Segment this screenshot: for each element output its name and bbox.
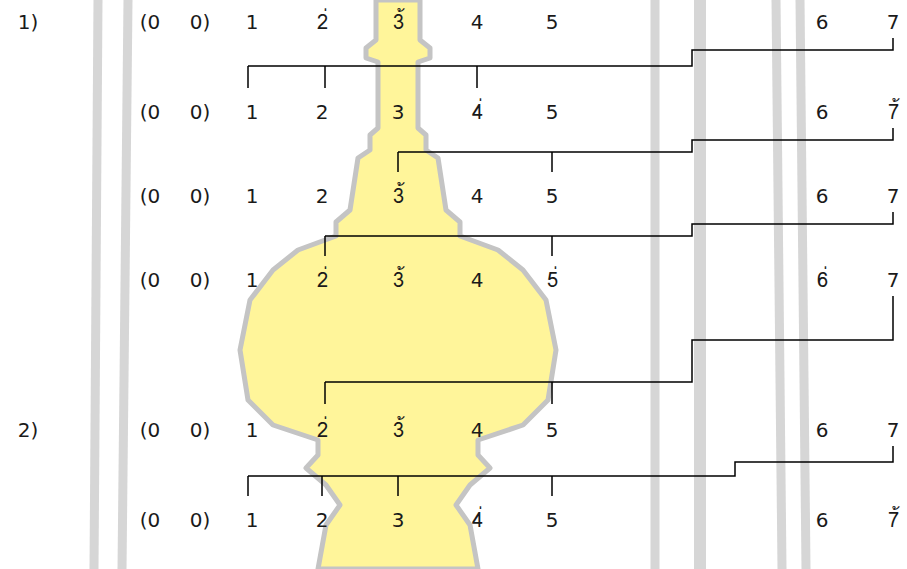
notation-label: 3้: [393, 9, 404, 35]
notation-label: 2: [316, 183, 329, 209]
grey-band: [776, 0, 782, 569]
notation-label: 6: [816, 417, 829, 443]
notation-label: 2่: [317, 417, 328, 443]
notation-label: 0): [190, 9, 211, 35]
notation-label: (0: [140, 9, 161, 35]
bracket-lines: [248, 38, 893, 496]
notation-label: 5่: [547, 267, 558, 293]
notation-label: 0): [190, 507, 211, 533]
notation-label: 1: [246, 9, 259, 35]
bracket-line: [325, 296, 893, 404]
notation-label: 1: [246, 99, 259, 125]
notation-label: 4่: [472, 507, 483, 533]
notation-label: 7: [887, 183, 900, 209]
bracket-line: [398, 128, 893, 172]
notation-label: 0): [190, 267, 211, 293]
notation-label: 2): [18, 417, 39, 443]
notation-label: 7้: [888, 507, 899, 533]
notation-label: 5: [546, 99, 559, 125]
grey-band: [800, 0, 806, 569]
bracket-line: [325, 212, 893, 256]
notation-label: 7: [887, 417, 900, 443]
notation-label: 5: [546, 417, 559, 443]
notation-label: (0: [140, 507, 161, 533]
notation-label: 4: [471, 267, 484, 293]
notation-label: 3: [392, 507, 405, 533]
notation-label: (0: [140, 99, 161, 125]
grey-band: [122, 0, 128, 569]
grey-band: [651, 0, 660, 569]
notation-label: 4: [471, 9, 484, 35]
notation-label: 0): [190, 417, 211, 443]
bracket-line: [248, 446, 893, 496]
notation-label: 3: [392, 99, 405, 125]
notation-label: 5: [546, 9, 559, 35]
notation-label: 2่: [317, 9, 328, 35]
notation-label: 4: [471, 183, 484, 209]
notation-label: 1: [246, 417, 259, 443]
notation-label: 3้: [393, 417, 404, 443]
notation-label: 4: [471, 417, 484, 443]
notation-label: 7้: [888, 99, 899, 125]
notation-label: 3้: [393, 267, 404, 293]
notation-label: 6่: [817, 267, 828, 293]
notation-label: 0): [190, 99, 211, 125]
notation-label: 4่: [472, 99, 483, 125]
notation-label: (0: [140, 267, 161, 293]
notation-label: 6: [816, 183, 829, 209]
notation-label: 3้: [393, 183, 404, 209]
notation-label: 5: [546, 507, 559, 533]
notation-label: 1: [246, 183, 259, 209]
grey-band: [694, 0, 706, 569]
notation-label: 6: [816, 507, 829, 533]
notation-label: (0: [140, 417, 161, 443]
notation-label: 0): [190, 183, 211, 209]
notation-label: 1: [246, 507, 259, 533]
notation-label: 6: [816, 99, 829, 125]
notation-label: 2: [316, 99, 329, 125]
notation-label: 1): [18, 9, 39, 35]
bracket-line: [248, 38, 893, 88]
notation-label: 2: [316, 507, 329, 533]
notation-label: (0: [140, 183, 161, 209]
notation-label: 1: [246, 267, 259, 293]
grey-bands: [94, 0, 806, 569]
notation-label: 2่: [317, 267, 328, 293]
grey-band: [94, 0, 98, 569]
notation-label: 7: [887, 9, 900, 35]
notation-label: 6: [816, 9, 829, 35]
notation-label: 7: [887, 267, 900, 293]
notation-label: 5: [546, 183, 559, 209]
